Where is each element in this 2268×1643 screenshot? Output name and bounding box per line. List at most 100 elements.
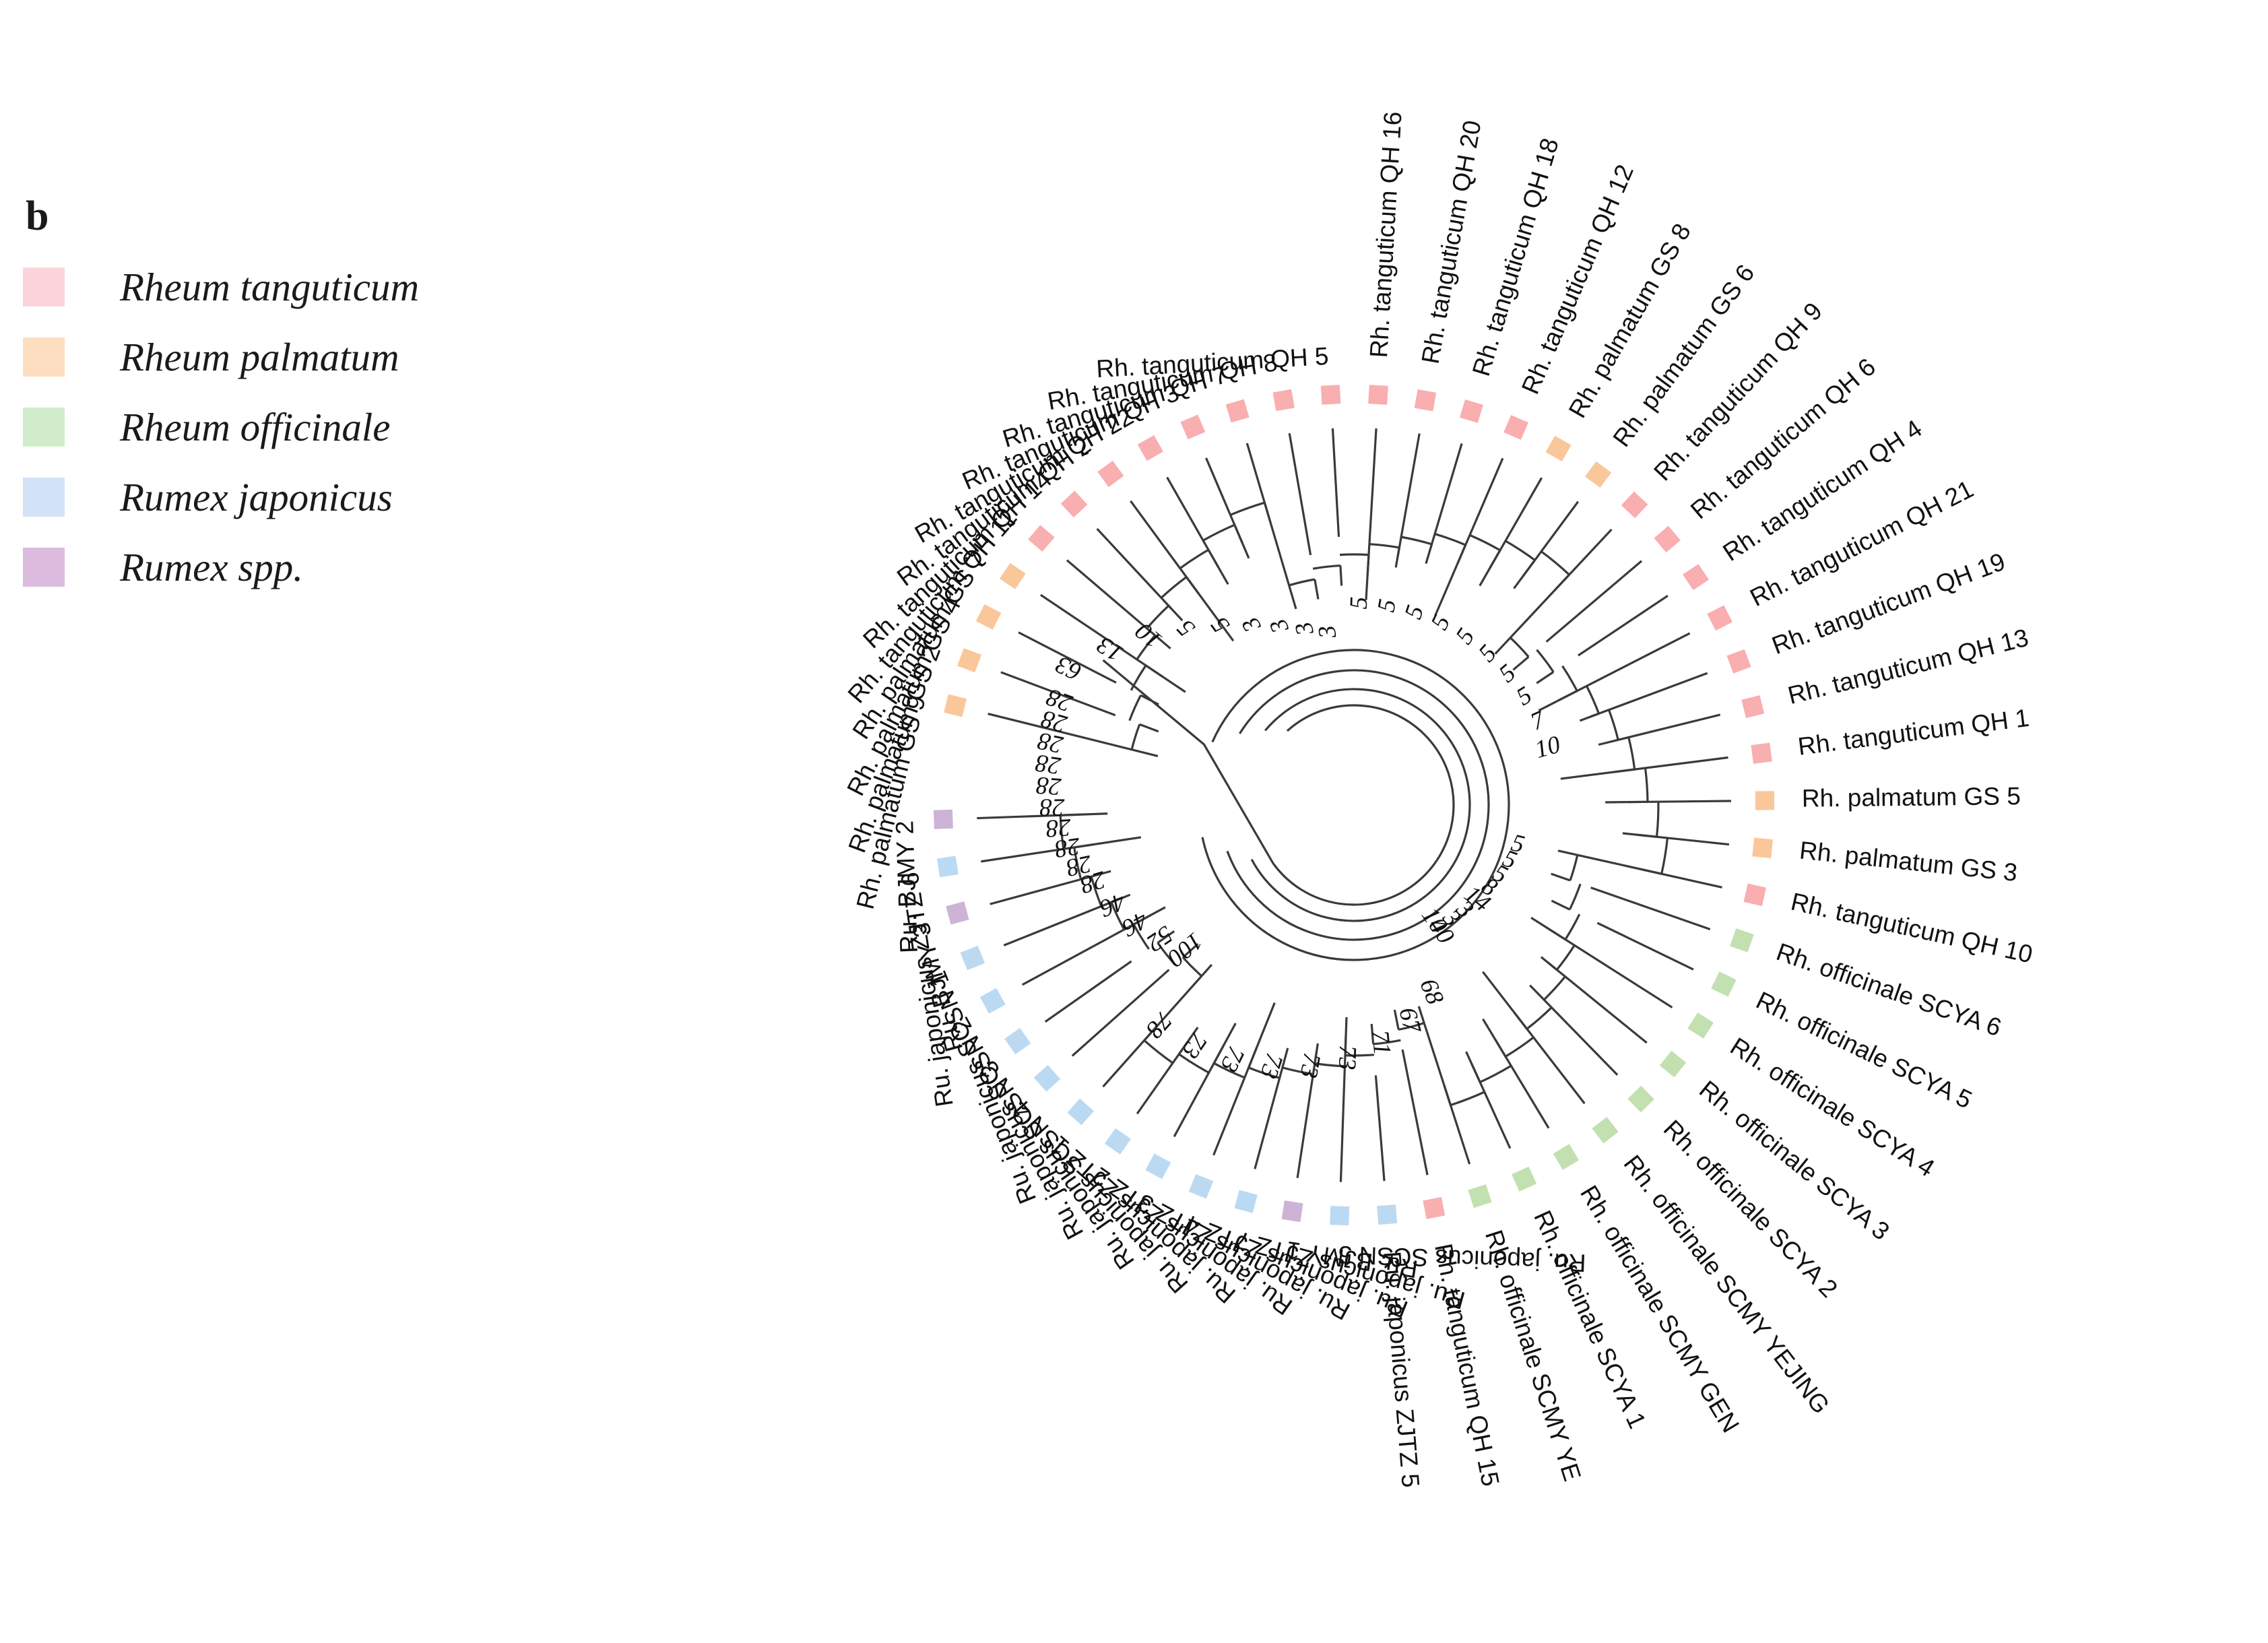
tip-marker [1752,837,1774,859]
internal-radial [1636,833,1657,838]
internal-arc [1143,1039,1173,1064]
bootstrap-value: 28 [1033,748,1062,779]
internal-radial [1145,664,1163,678]
legend-label: Rumex japonicus [120,474,393,519]
tip-marker [1503,415,1528,440]
tip-marker [1730,928,1754,953]
internal-arc [1536,649,1555,673]
tip-marker [1180,414,1206,440]
terminal-branch [1173,1023,1237,1138]
legend: b Rheum tanguticum Rheum palmatum Rheum … [23,195,643,602]
internal-radial [1512,655,1530,671]
tip-label: Rh. palmatum GS 5 [1802,782,2021,812]
internal-arc [1160,576,1188,599]
terminal-branch [1479,477,1543,587]
terminal-branch [990,875,1092,905]
bootstrap-value: 5 [1425,611,1456,635]
internal-arc [1543,975,1566,1001]
internal-radial [1212,1045,1225,1064]
root-branch [1102,659,1274,864]
internal-arc [1608,709,1619,740]
legend-item: Rheum tanguticum [23,252,643,322]
terminal-branch [1396,433,1421,556]
backbone-arc [1250,688,1471,922]
bootstrap-value: 28 [1039,794,1065,821]
internal-radial [1366,554,1370,575]
tip-label: Rh. officinale SCYA 4 [1726,1032,1940,1182]
bootstrap-value: 28 [1035,726,1066,759]
terminal-branch [1254,1066,1284,1169]
bootstrap-value: 5 [1512,681,1536,711]
internal-radial [1263,502,1272,523]
legend-swatch-officinale [23,408,65,447]
internal-radial [1551,899,1571,911]
internal-radial [1281,1048,1289,1068]
terminal-branch [1560,756,1728,780]
tip-marker [1743,883,1766,906]
bootstrap-value: 73 [1214,1041,1250,1076]
tip-marker [1654,525,1681,553]
tip-marker [1234,1190,1258,1213]
tip-marker [1592,1117,1619,1144]
internal-radial [1060,813,1081,816]
tip-label: Rh. tanguticum QH 16 [1365,110,1407,358]
internal-arc [1505,540,1536,561]
legend-label: Rheum tanguticum [120,264,420,309]
tip-marker [1751,742,1772,764]
tip-label: Rh. tanguticum QH 1 [1796,704,2031,761]
terminal-branch [1066,559,1161,641]
internal-radial [1314,579,1320,600]
internal-arc [1373,1039,1401,1045]
internal-radial [1547,928,1566,941]
legend-label: Rheum palmatum [120,334,399,379]
tip-marker [936,856,959,878]
internal-arc [1248,1066,1281,1079]
terminal-branch [1096,527,1173,610]
internal-radial [1143,1025,1159,1041]
tip-marker [1683,564,1709,591]
internal-arc [1644,767,1649,802]
terminal-branch [1596,922,1694,971]
tip-marker [1659,1050,1687,1078]
panel-letter: b [26,193,49,239]
internal-radial [1248,1048,1258,1068]
tip-marker [1621,491,1648,519]
tip-marker [1423,1196,1446,1219]
bootstrap-value: 10 [1532,730,1563,764]
terminal-branch [1578,595,1668,657]
internal-radial [1207,549,1220,569]
bootstrap-value: 13 [1092,631,1128,668]
internal-arc [1660,837,1669,874]
internal-radial [1551,872,1571,882]
internal-radial [1394,547,1400,568]
tip-marker [1097,460,1124,488]
tip-marker [1741,695,1765,718]
internal-arc [1505,1036,1534,1058]
bootstrap-value: 63 [1051,650,1086,686]
legend-label: Rumex spp. [120,544,303,589]
internal-radial [1314,1043,1319,1064]
bootstrap-value: 28 [1053,832,1082,863]
internal-radial [1339,565,1343,586]
terminal-branch [1482,1018,1550,1129]
terminal-branch [1288,432,1312,556]
bootstrap-value: 28 [1045,813,1072,843]
legend-swatch-palmatum [23,337,65,377]
terminal-branch [1071,969,1170,1057]
bootstrap-value: 68 [1414,975,1449,1008]
bootstrap-value: 28 [1064,849,1094,882]
tip-marker [933,809,953,829]
tip-marker [1755,791,1775,810]
tip-marker [1060,490,1088,518]
internal-radial [1598,738,1619,746]
tree-tip-labels: Rh. palmatum GS 9Rh. palmatum GS 2Rh. pa… [841,110,2035,1488]
legend-swatch-japonicus [23,478,65,517]
backbone-arc [1201,649,1510,961]
internal-radial [1489,550,1501,569]
terminal-branch [1417,1006,1471,1165]
terminal-branch [1615,713,1721,742]
internal-arc [1541,550,1570,576]
bootstrap-value: 71 [1366,1029,1396,1056]
